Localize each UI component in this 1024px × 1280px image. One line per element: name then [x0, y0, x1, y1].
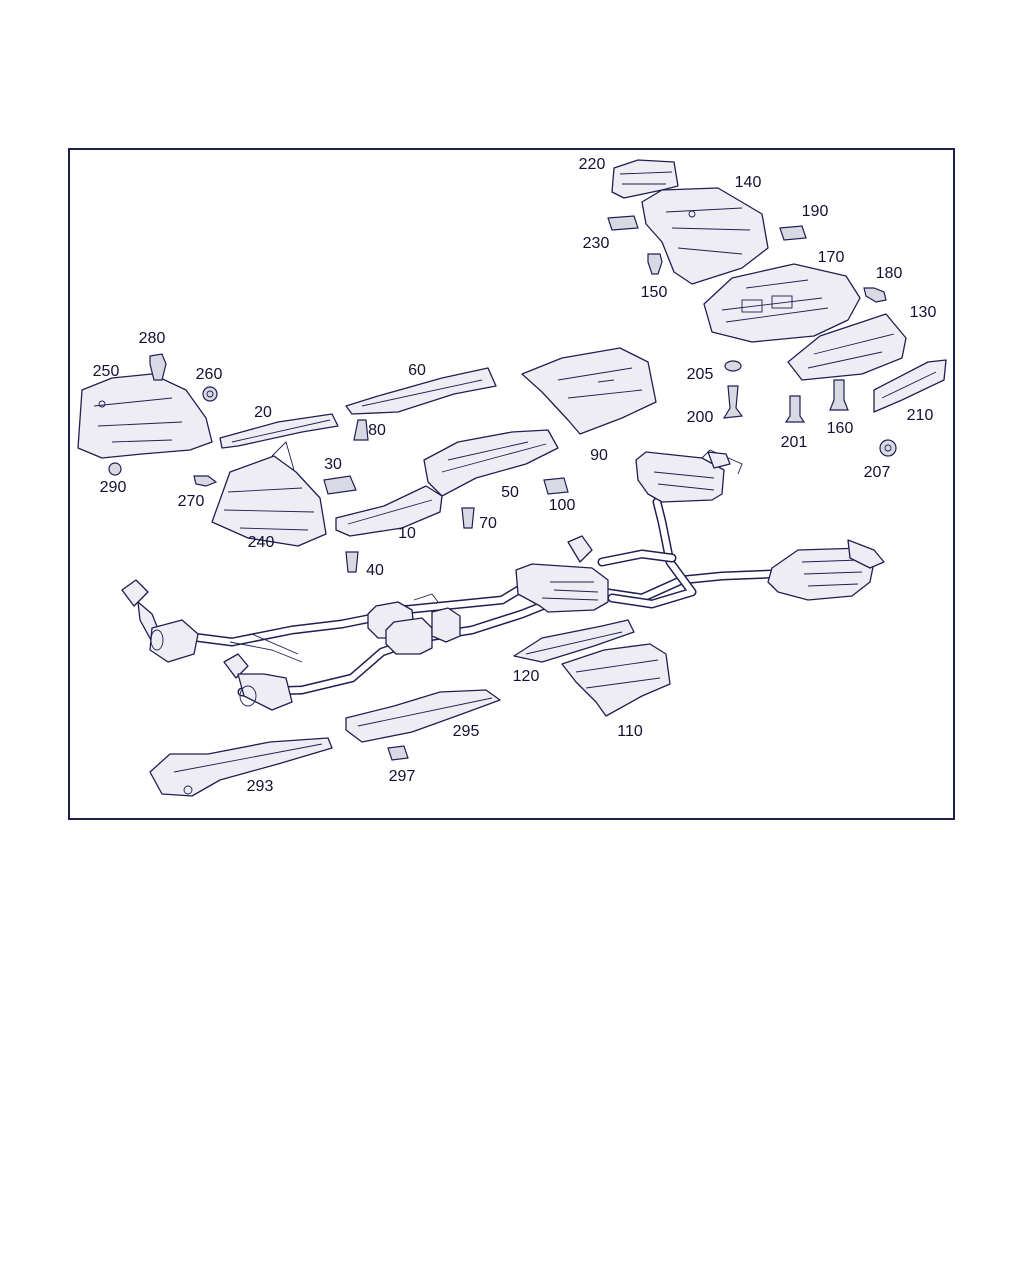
front-catalytic-converter-left — [121, 579, 199, 663]
heat-shield-220 — [611, 159, 679, 199]
callout-40: 40 — [366, 562, 384, 579]
callout-60: 60 — [408, 362, 426, 379]
heat-shield-20 — [219, 413, 339, 449]
callout-170: 170 — [817, 249, 845, 266]
heat-shield-250 — [77, 373, 213, 459]
callout-190: 190 — [801, 203, 829, 220]
clip-190 — [779, 225, 807, 241]
bolt-70 — [461, 507, 475, 529]
callout-297: 297 — [388, 768, 416, 785]
callout-230: 230 — [582, 235, 610, 252]
screw-160 — [829, 379, 849, 411]
screw-200 — [722, 385, 744, 419]
heat-shield-170 — [703, 263, 861, 343]
heat-shield-120 — [513, 619, 635, 663]
callout-20: 20 — [254, 404, 272, 421]
callout-150: 150 — [640, 284, 668, 301]
clip-230 — [607, 215, 639, 231]
callout-200: 200 — [686, 409, 714, 426]
bolt-150 — [647, 253, 663, 275]
callout-90: 90 — [590, 447, 608, 464]
bolt-80 — [353, 419, 369, 441]
callout-205: 205 — [686, 366, 714, 383]
callout-207: 207 — [863, 464, 891, 481]
clip-100 — [543, 477, 569, 495]
heat-shield-90 — [521, 347, 657, 435]
callout-110: 110 — [617, 723, 643, 740]
washer-205 — [724, 360, 742, 372]
front-catalytic-converter-right — [223, 633, 303, 711]
callout-50: 50 — [501, 484, 519, 501]
callout-140: 140 — [734, 174, 762, 191]
callout-160: 160 — [826, 420, 854, 437]
callout-80: 80 — [368, 422, 386, 439]
bolt-40 — [345, 551, 359, 573]
center-muffler — [515, 535, 609, 613]
callout-100: 100 — [548, 497, 576, 514]
exhaust-system-drawing — [77, 159, 947, 797]
callout-180: 180 — [875, 265, 903, 282]
nut-260 — [202, 386, 218, 402]
heat-shield-140 — [641, 187, 769, 285]
callout-30: 30 — [324, 456, 342, 473]
callout-250: 250 — [92, 363, 120, 380]
rear-muffler-upper — [635, 449, 743, 503]
callout-210: 210 — [906, 407, 934, 424]
heat-shield-210 — [873, 359, 947, 413]
callout-240: 240 — [247, 534, 275, 551]
rear-muffler-right — [767, 539, 885, 601]
clip-297 — [387, 745, 409, 761]
callout-201: 201 — [780, 434, 808, 451]
callout-120: 120 — [512, 668, 540, 685]
clip-30 — [323, 475, 357, 495]
callout-260: 260 — [195, 366, 223, 383]
callout-290: 290 — [99, 479, 127, 496]
heat-shield-50 — [423, 429, 559, 497]
heat-shield-295 — [345, 689, 501, 743]
callout-270: 270 — [177, 493, 205, 510]
heat-shield-110 — [561, 643, 671, 717]
diagram-frame: 220 140 190 230 170 150 180 130 280 250 … — [68, 148, 955, 820]
screw-270 — [193, 475, 218, 487]
callout-10: 10 — [398, 525, 416, 542]
heat-shield-60 — [345, 367, 497, 415]
middle-catalytic-converters — [367, 593, 461, 655]
heat-shield-130 — [787, 313, 907, 381]
callout-280: 280 — [138, 330, 166, 347]
nut-290 — [108, 462, 122, 476]
callout-295: 295 — [452, 723, 480, 740]
callout-293: 293 — [246, 778, 274, 795]
bolt-180 — [863, 287, 887, 303]
heat-shield-240 — [211, 441, 327, 547]
callout-220: 220 — [578, 156, 606, 173]
bolt-280 — [149, 353, 167, 381]
heat-shield-293 — [149, 737, 333, 797]
callout-130: 130 — [909, 304, 937, 321]
callout-70: 70 — [479, 515, 497, 532]
nut-207 — [879, 439, 897, 457]
heat-shield-10 — [335, 485, 443, 537]
screw-201 — [784, 395, 806, 423]
